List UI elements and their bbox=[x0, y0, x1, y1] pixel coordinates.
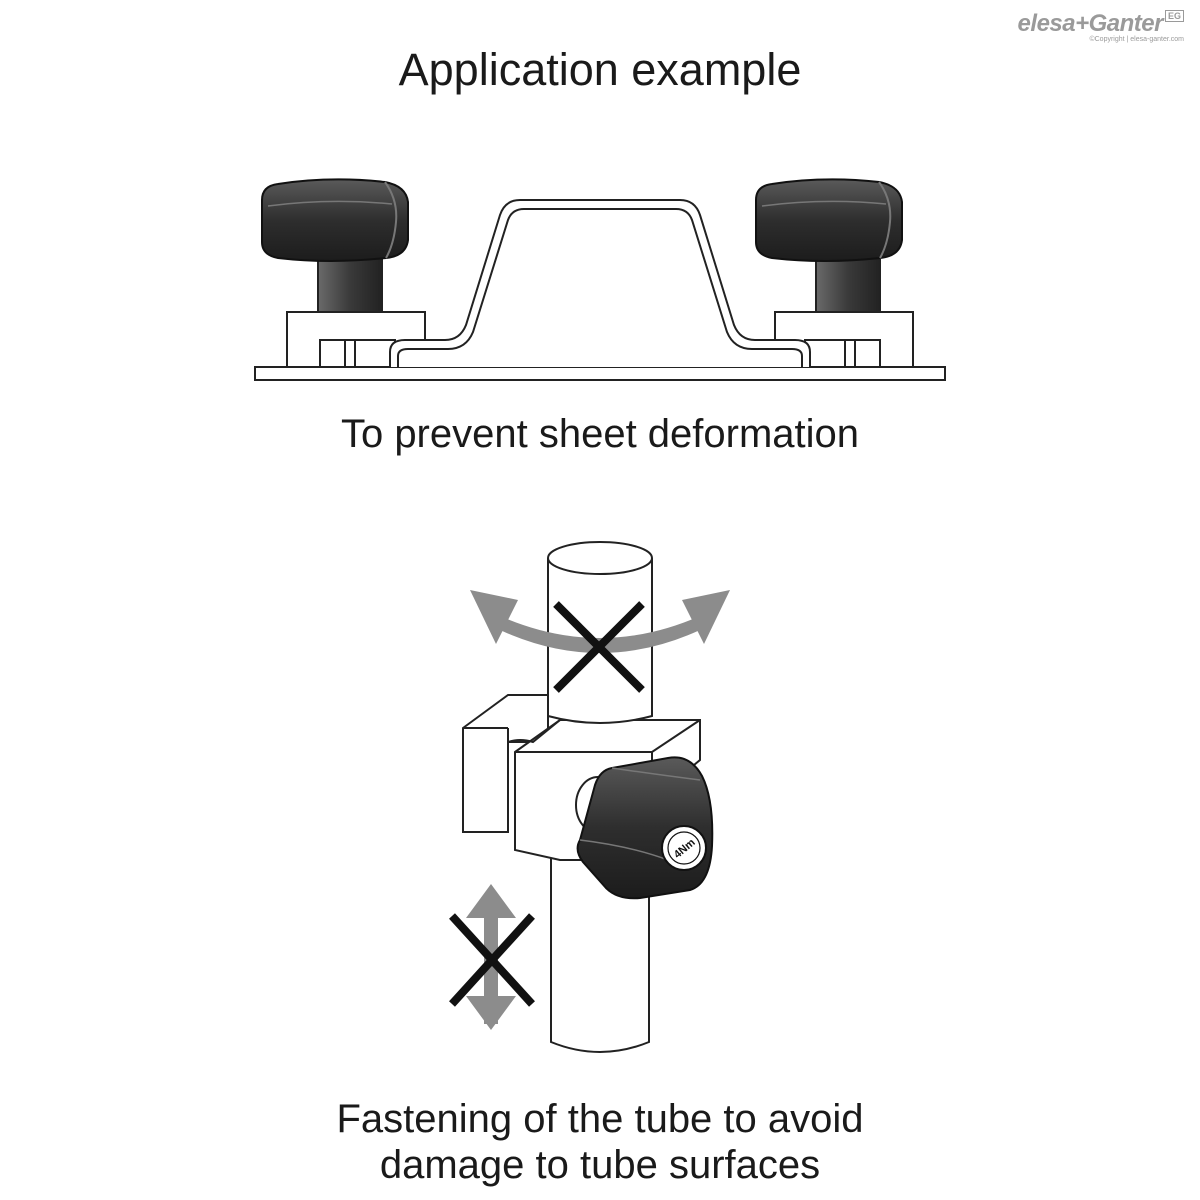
sheet-diagram bbox=[254, 199, 946, 381]
sliding-prohibited-icon bbox=[449, 913, 535, 1007]
vertical-arrow-icon bbox=[466, 884, 516, 1030]
left-star-knob bbox=[261, 178, 409, 262]
right-knob-stem bbox=[815, 255, 881, 313]
clamp-star-knob: 4Nm bbox=[576, 756, 714, 900]
logo-brand-text: elesa+Ganter bbox=[1017, 10, 1164, 37]
page-title: Application example bbox=[398, 44, 802, 95]
rotation-prohibited-icon bbox=[553, 601, 645, 693]
caption-tube-fastening: Fastening of the tube to avoid damage to… bbox=[0, 1096, 1200, 1188]
base-plate bbox=[254, 366, 946, 381]
right-spacer bbox=[804, 339, 881, 368]
bent-sheet bbox=[389, 199, 811, 367]
caption-tube-line1: Fastening of the tube to avoid bbox=[336, 1097, 864, 1141]
right-star-knob bbox=[755, 178, 903, 262]
rotation-arrow-icon bbox=[470, 590, 730, 653]
caption-tube-line2: damage to tube surfaces bbox=[379, 1143, 821, 1187]
tube-top-end bbox=[547, 541, 653, 575]
caption-sheet-deformation: To prevent sheet deformation bbox=[340, 412, 860, 456]
left-knob-stem bbox=[317, 255, 383, 313]
logo-copyright: ©Copyright | elesa-ganter.com bbox=[1089, 36, 1184, 43]
left-spacer bbox=[319, 339, 396, 368]
logo-badge: EG bbox=[1164, 10, 1184, 22]
